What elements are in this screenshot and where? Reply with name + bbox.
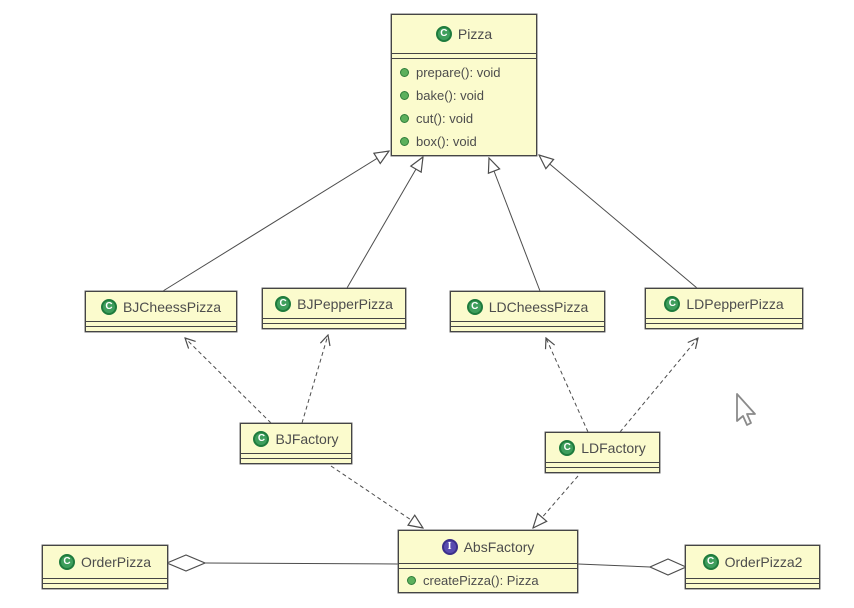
class-header: C BJPepperPizza [263,289,405,319]
class-header: C BJCheessPizza [86,292,236,322]
realization-ldfactory-absfactory[interactable] [533,475,579,528]
class-ldcheesspizza[interactable]: C LDCheessPizza [450,291,605,332]
attributes-compartment [451,322,604,327]
interface-absfactory[interactable]: I AbsFactory createPizza(): Pizza [398,530,578,593]
method-item[interactable]: bake(): void [392,84,536,107]
methods-compartment [43,584,167,588]
method-item[interactable]: prepare(): void [392,61,536,84]
class-icon: C [466,298,483,315]
class-name: BJFactory [275,430,339,447]
dependency-bjfactory-bjpepperpizza[interactable] [301,335,328,424]
attributes-compartment [86,322,236,327]
class-header: C OrderPizza2 [686,546,819,579]
methods-compartment [686,584,819,588]
class-ldfactory[interactable]: C LDFactory [545,432,660,473]
attributes-compartment [546,463,659,468]
class-icon: C [559,439,576,456]
class-name: AbsFactory [463,539,535,555]
methods-compartment [546,468,659,472]
method-item[interactable]: cut(): void [392,107,536,130]
realization-bjfactory-absfactory[interactable] [330,465,423,528]
attributes-compartment [399,564,577,569]
public-method-icon [400,137,409,146]
dependency-bjfactory-bjcheesspizza[interactable] [185,338,272,424]
class-name: LDPepperPizza [686,295,784,312]
attributes-compartment [392,54,536,59]
class-icon: C [100,298,117,315]
methods-compartment [86,327,236,331]
class-name: BJCheessPizza [122,298,222,315]
methods-compartment [646,324,802,328]
dependency-ldfactory-ldpepperpizza[interactable] [619,338,698,433]
class-icon: C [702,554,719,570]
class-icon: C [253,430,270,447]
generalization-bjcheesspizza-pizza[interactable] [162,151,389,292]
class-name: LDCheessPizza [488,298,589,315]
public-method-icon [400,91,409,100]
public-method-icon [400,68,409,77]
public-method-icon [400,114,409,123]
methods-compartment [451,327,604,331]
class-bjcheesspizza[interactable]: C BJCheessPizza [85,291,237,332]
class-bjfactory[interactable]: C BJFactory [240,423,352,464]
public-method-icon [407,576,416,585]
class-name: LDFactory [581,439,646,456]
aggregation-diamond-orderpizza2 [648,558,688,576]
generalization-ldcheesspizza-pizza[interactable] [489,158,541,292]
mouse-cursor [736,393,756,426]
method-label: cut(): void [416,111,474,126]
class-pizza[interactable]: C Pizza prepare(): void bake(): void cut… [391,14,537,156]
method-label: bake(): void [416,88,484,103]
method-item[interactable]: createPizza(): Pizza [399,569,577,592]
class-name: OrderPizza [80,554,152,570]
class-name: OrderPizza2 [724,554,803,570]
attributes-compartment [263,319,405,324]
interface-icon: I [441,539,458,555]
class-name: Pizza [457,26,493,42]
class-header: C BJFactory [241,424,351,454]
attributes-compartment [241,454,351,459]
methods-compartment [263,324,405,328]
class-icon: C [435,26,452,42]
method-label: box(): void [416,134,477,149]
methods-compartment: createPizza(): Pizza [399,569,577,592]
class-header: C LDCheessPizza [451,292,604,322]
class-name: BJPepperPizza [297,295,393,312]
class-header: I AbsFactory [399,531,577,564]
method-item[interactable]: box(): void [392,130,536,153]
class-header: C Pizza [392,15,536,54]
attributes-compartment [686,579,819,584]
attributes-compartment [43,579,167,584]
generalization-bjpepperpizza-pizza[interactable] [346,157,423,289]
class-icon: C [664,295,681,312]
aggregation-diamond-orderpizza [165,554,207,572]
class-icon: C [275,295,292,312]
method-label: createPizza(): Pizza [423,573,539,588]
class-orderpizza2[interactable]: C OrderPizza2 [685,545,820,589]
class-header: C OrderPizza [43,546,167,579]
class-header: C LDPepperPizza [646,289,802,319]
class-icon: C [58,554,75,570]
attributes-compartment [646,319,802,324]
class-header: C LDFactory [546,433,659,463]
methods-compartment: prepare(): void bake(): void cut(): void… [392,59,536,155]
dependency-ldfactory-ldcheesspizza[interactable] [546,338,589,433]
aggregation-orderpizza-absfactory[interactable] [204,562,399,565]
class-ldpepperpizza[interactable]: C LDPepperPizza [645,288,803,329]
method-label: prepare(): void [416,65,501,80]
class-bjpepperpizza[interactable]: C BJPepperPizza [262,288,406,329]
methods-compartment [241,459,351,463]
class-orderpizza[interactable]: C OrderPizza [42,545,168,589]
generalization-ldpepperpizza-pizza[interactable] [539,155,698,289]
aggregation-orderpizza2-absfactory[interactable] [577,563,651,568]
